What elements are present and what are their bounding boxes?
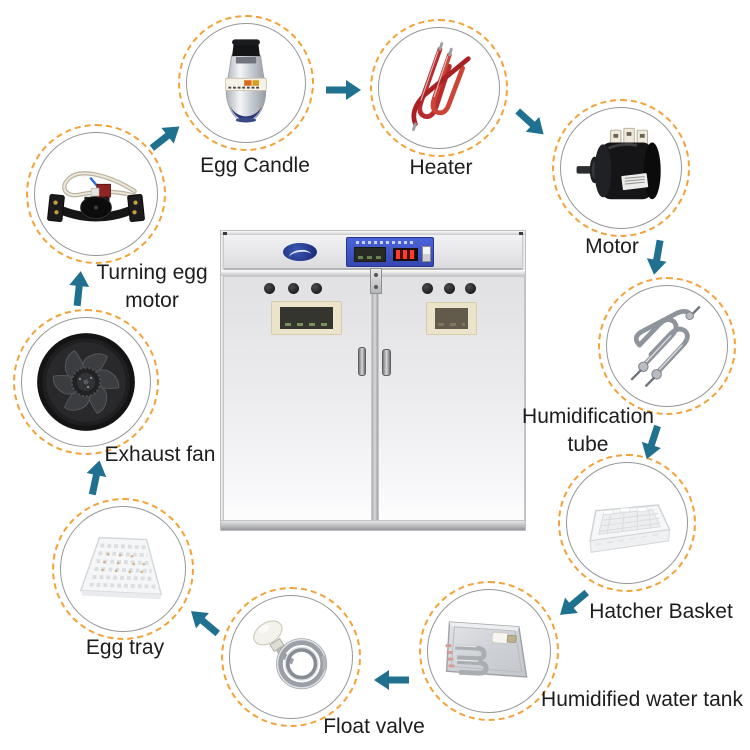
flow-arrow-motor-to-humidification-tube (643, 238, 671, 277)
vent-hole (264, 283, 275, 294)
dashed-ring (178, 15, 314, 151)
left-viewing-window (271, 301, 342, 335)
right-door-handle (382, 349, 391, 376)
turning-egg-motor-icon (43, 141, 149, 247)
humidification-tube-icon (615, 294, 719, 398)
right-door (378, 276, 525, 522)
dashed-ring (13, 309, 159, 455)
dashed-ring (221, 587, 361, 727)
label-line: Float valve (323, 715, 425, 738)
label-line: Egg tray (85, 636, 165, 659)
flow-arrow-egg-candle-to-heater (326, 79, 362, 101)
dashed-ring (370, 19, 508, 157)
brand-logo (283, 243, 317, 261)
controller-panel (346, 237, 434, 267)
label-line: motor (125, 289, 179, 312)
dashed-ring (598, 277, 736, 415)
corner-screw (223, 232, 227, 236)
photo-circle (229, 595, 353, 719)
flow-arrow-egg-tray-to-exhaust-fan (81, 457, 110, 497)
controller-led-display (393, 248, 418, 261)
flow-arrow-humidified-water-tank-to-float-valve (373, 669, 409, 691)
hatcher-basket-icon (575, 471, 679, 575)
component-float-valve (221, 587, 361, 727)
label-line: Motor (585, 235, 639, 258)
float-valve-icon (238, 604, 344, 710)
component-egg-candle (178, 15, 314, 151)
vent-hole (311, 283, 322, 294)
component-label-egg-candle: Egg Candle (200, 152, 310, 180)
flow-arrow-exhaust-fan-to-turning-egg-motor (66, 269, 92, 307)
right-window-display (435, 308, 468, 329)
door-divider (372, 276, 378, 522)
flow-arrow-hatcher-basket-to-humidified-water-tank (552, 584, 594, 624)
component-turning-egg-motor (26, 124, 166, 264)
vent-hole (444, 283, 455, 294)
component-humidified-water-tank (419, 581, 559, 721)
component-egg-tray (52, 498, 194, 640)
controller-switch (422, 246, 431, 262)
egg-incubator-cabinet (220, 230, 526, 531)
component-label-humidified-water-tank: Humidified water tank (541, 686, 743, 714)
flow-arrow-float-valve-to-egg-tray (183, 602, 225, 642)
cabinet-left-frame (221, 235, 224, 520)
component-label-exhaust-fan: Exhaust fan (105, 441, 216, 469)
humidified-water-tank-icon (436, 598, 542, 704)
component-label-egg-tray: Egg tray (86, 634, 164, 662)
component-label-heater: Heater (409, 154, 472, 182)
dashed-ring (558, 454, 696, 592)
label-line: Turning egg (96, 261, 208, 284)
cabinet-top-trim (221, 231, 525, 235)
component-label-float-valve: Float valve (323, 713, 425, 741)
component-label-humidification-tube: Humidification tube (522, 403, 654, 459)
corner-screw (519, 232, 523, 236)
left-door-handle (358, 347, 366, 376)
vent-hole (422, 283, 433, 294)
label-line: Humidified water tank (541, 688, 743, 711)
cabinet-bottom-trim (221, 520, 525, 530)
component-heater (370, 19, 508, 157)
component-label-motor: Motor (585, 233, 639, 261)
dashed-ring (52, 498, 194, 640)
left-door (223, 276, 372, 522)
right-viewing-window (426, 302, 477, 335)
left-window-display (280, 307, 333, 329)
label-line: Hatcher Basket (589, 600, 733, 623)
flow-arrow-heater-to-motor (510, 103, 551, 143)
label-line: tube (567, 433, 609, 456)
component-label-hatcher-basket: Hatcher Basket (589, 598, 733, 626)
center-hinge (370, 268, 382, 294)
egg-candle-icon (195, 32, 297, 134)
flow-arrow-turning-egg-motor-to-egg-candle (145, 117, 187, 157)
dashed-ring (419, 581, 559, 721)
vent-hole (465, 283, 476, 294)
photo-circle (566, 462, 688, 584)
dashed-ring (26, 124, 166, 264)
component-label-turning-egg-motor: Turning egg motor (96, 259, 207, 315)
component-humidification-tube (598, 277, 736, 415)
photo-circle (606, 285, 728, 407)
controller-lcd-display (354, 247, 386, 262)
heater-icon (387, 36, 491, 140)
motor-icon (569, 116, 673, 220)
egg-tray-icon (69, 515, 177, 623)
component-exhaust-fan (13, 309, 159, 455)
vent-hole (288, 283, 299, 294)
label-line: Egg Candle (200, 154, 310, 177)
exhaust-fan-icon (30, 326, 142, 438)
label-line: Humidification (522, 405, 654, 428)
flow-arrow-humidification-tube-to-hatcher-basket (636, 422, 668, 463)
component-hatcher-basket (558, 454, 696, 592)
dashed-ring (552, 99, 690, 237)
controller-label-row (356, 241, 414, 244)
label-line: Heater (409, 156, 473, 179)
component-motor (552, 99, 690, 237)
label-line: Exhaust fan (104, 443, 216, 466)
